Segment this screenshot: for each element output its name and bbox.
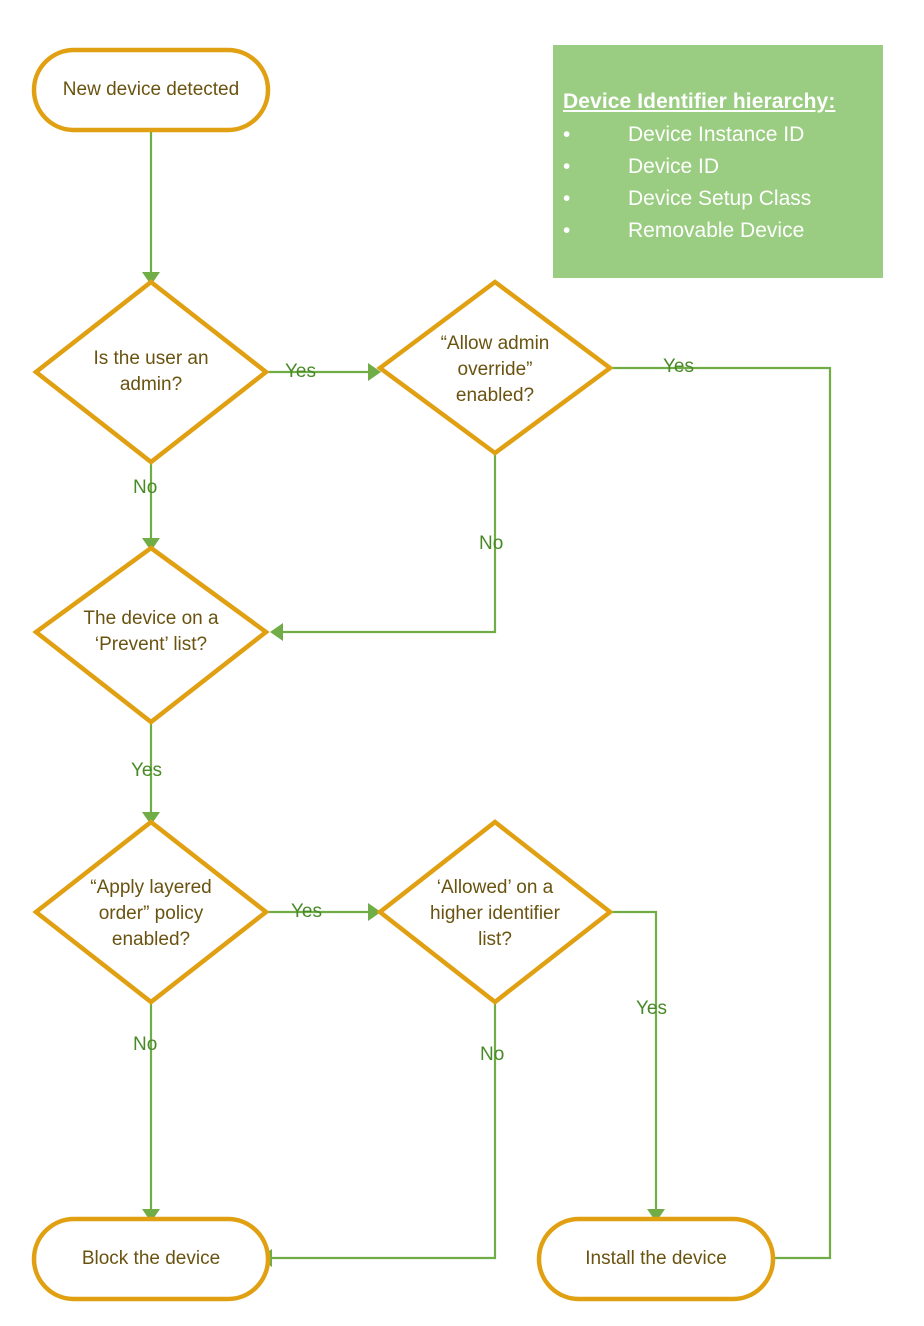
node-shape-install[interactable] xyxy=(536,1216,776,1302)
legend-item-label: Removable Device xyxy=(628,219,805,242)
legend-list-item: • Device ID xyxy=(563,151,883,183)
bullet-icon: • xyxy=(563,123,571,146)
node-shape-layered-order[interactable] xyxy=(32,819,270,1005)
edge-label-admin-override-no: No xyxy=(479,533,504,554)
edge-label-layered-order-no: No xyxy=(133,1034,158,1055)
edge-label-is-admin-no: No xyxy=(133,477,158,498)
edge-label-allowed-higher-no: No xyxy=(480,1044,505,1065)
legend-item-label: Device ID xyxy=(628,155,720,178)
edge-allowed-higher-yes xyxy=(610,910,658,1209)
arrowhead-admin-override xyxy=(368,363,381,381)
legend-list-item: • Removable Device xyxy=(563,215,883,247)
edge-label-layered-order-yes: Yes xyxy=(291,901,322,922)
edge-admin-override-yes xyxy=(610,366,832,1260)
legend-item-label: Device Setup Class xyxy=(628,187,812,210)
arrowhead-block-top xyxy=(142,1209,160,1222)
legend-box: Device Identifier hierarchy: • Device In… xyxy=(553,45,883,278)
connector-arrowheads xyxy=(142,272,678,1267)
legend-list-item: • Device Setup Class xyxy=(563,183,883,215)
arrowhead-allowed-higher xyxy=(368,903,381,921)
arrowhead-is-admin xyxy=(142,272,160,285)
edge-admin-override-no xyxy=(283,453,497,634)
node-shape-allowed-higher[interactable] xyxy=(376,819,614,1005)
edge-label-is-admin-yes: Yes xyxy=(285,361,316,382)
arrowhead-prevent-list-right xyxy=(270,623,283,641)
arrowhead-layered-order xyxy=(142,812,160,825)
node-shapes xyxy=(31,47,776,1302)
arrowhead-install-top xyxy=(647,1209,665,1222)
node-shape-is-admin[interactable] xyxy=(32,279,270,465)
bullet-icon: • xyxy=(563,187,571,210)
edge-label-prevent-list-yes: Yes xyxy=(131,760,162,781)
bullet-icon: • xyxy=(563,219,571,242)
legend-list-item: • Device Instance ID xyxy=(563,119,883,151)
bullet-icon: • xyxy=(563,155,571,178)
arrowhead-prevent-list xyxy=(142,538,160,551)
node-shape-prevent-list[interactable] xyxy=(32,545,270,725)
node-shape-start[interactable] xyxy=(31,47,271,133)
legend-list: • Device Instance ID • Device ID • Devic… xyxy=(553,119,883,247)
edge-allowed-higher-no xyxy=(272,1002,497,1260)
node-shape-block[interactable] xyxy=(31,1216,271,1302)
edge-label-admin-override-yes: Yes xyxy=(663,356,694,377)
node-shape-admin-override[interactable] xyxy=(376,279,614,456)
edge-label-allowed-higher-yes: Yes xyxy=(636,998,667,1019)
legend-title: Device Identifier hierarchy: xyxy=(563,90,836,113)
legend-item-label: Device Instance ID xyxy=(628,123,805,146)
